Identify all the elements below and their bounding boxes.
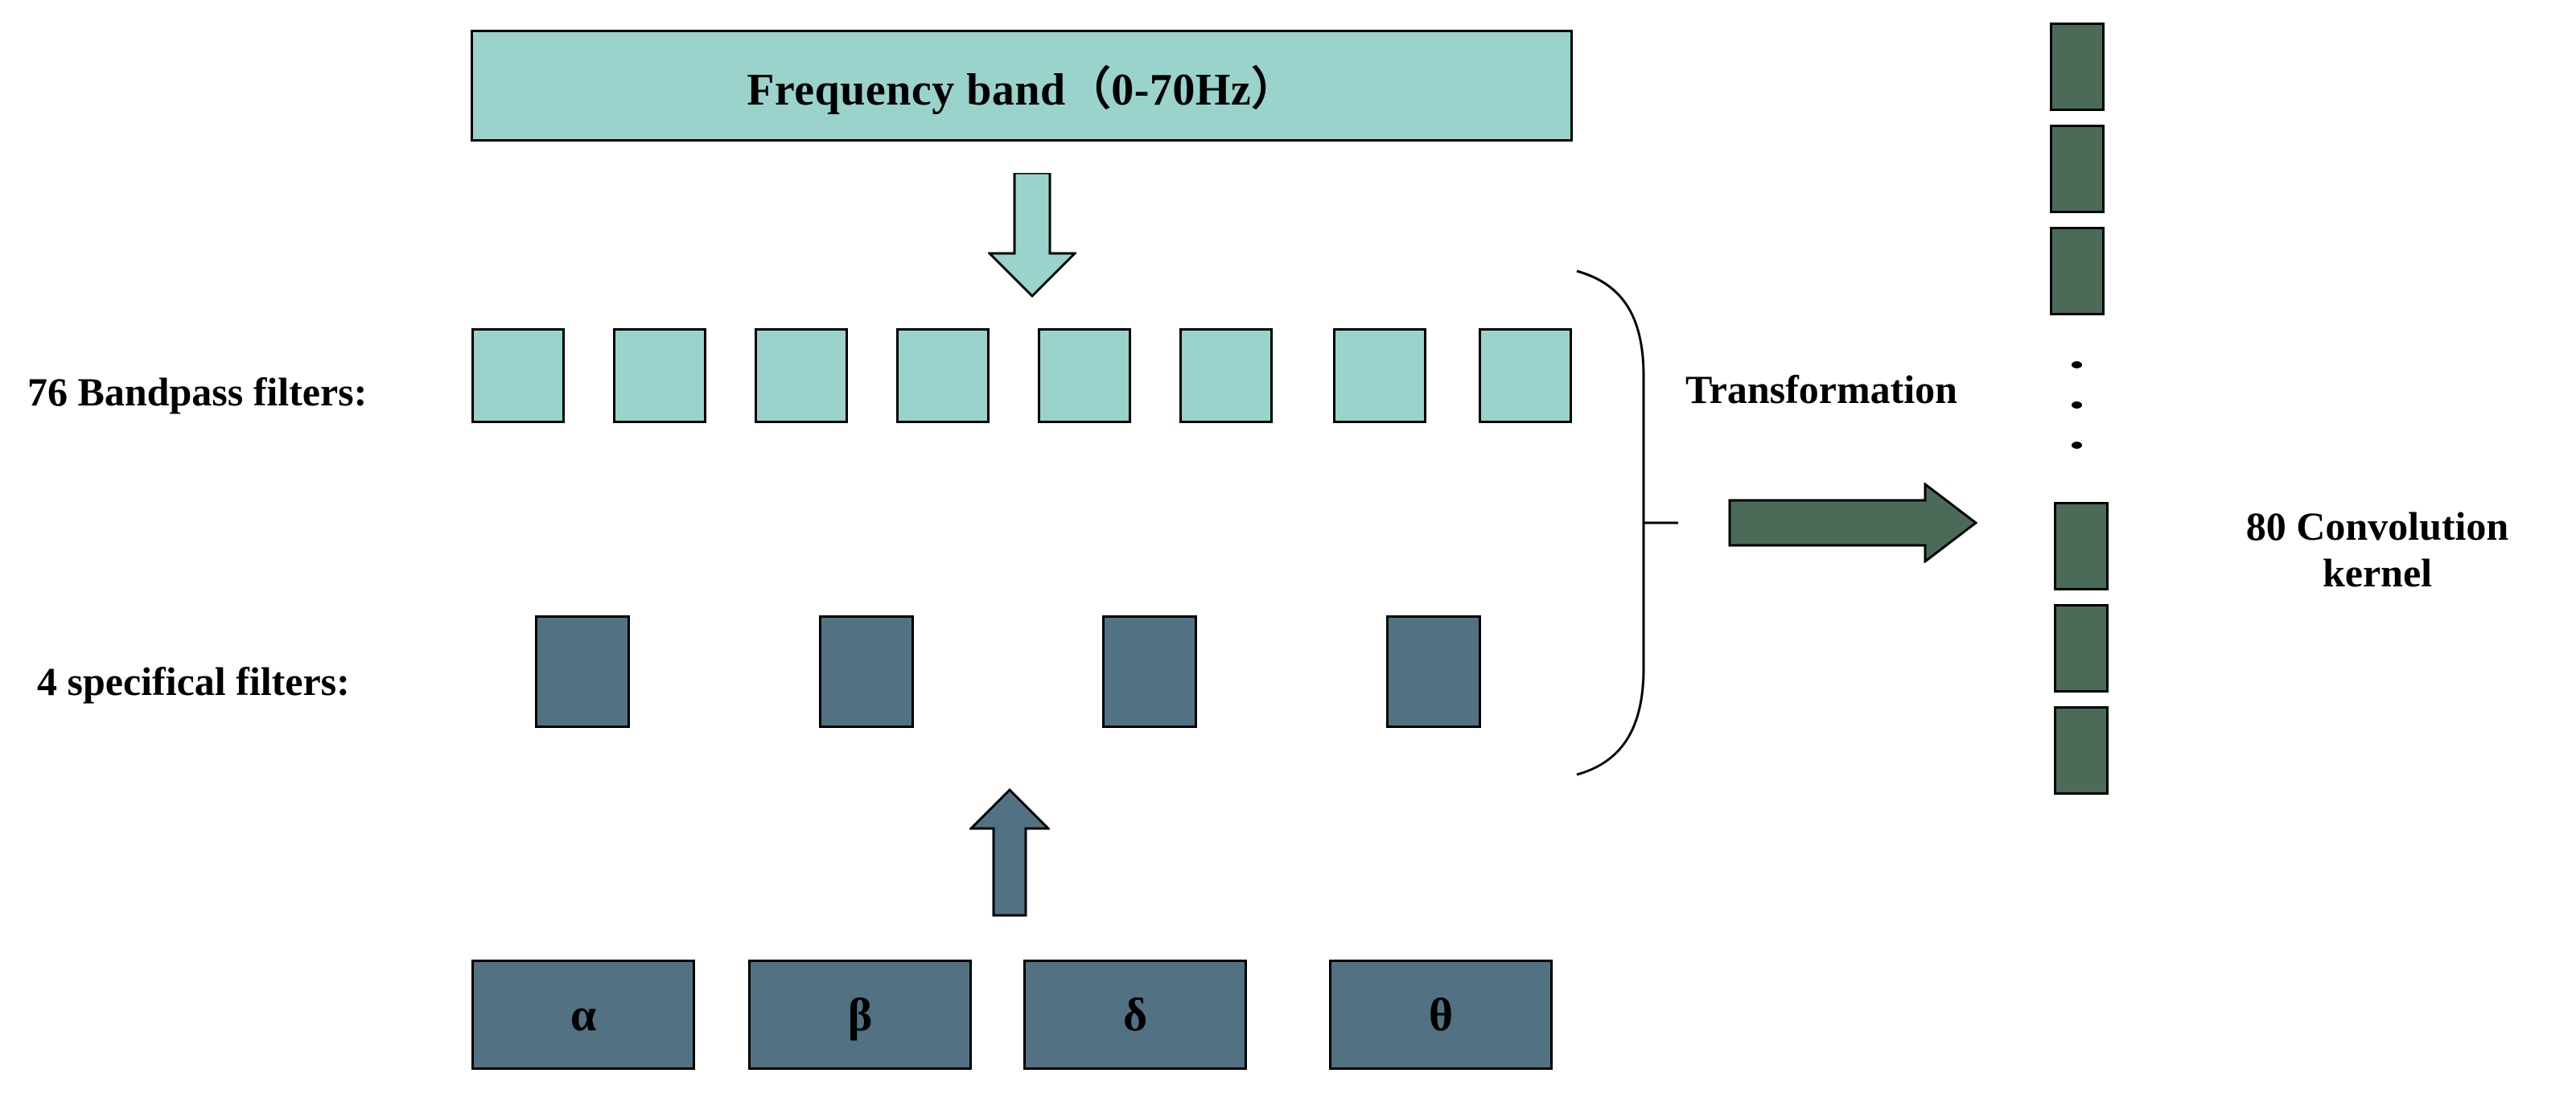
frequency-band-title: Frequency band（0-70Hz） — [747, 65, 1297, 115]
specifical-filters-label: 4 specifical filters: — [37, 659, 350, 704]
kernel-caption-line-1: 80 Convolution — [2245, 504, 2509, 549]
band-glyph-theta: θ — [1428, 988, 1454, 1041]
bandpass-filter-square — [1479, 328, 1572, 423]
arrow-right-icon — [1728, 481, 1978, 565]
ellipsis-dot — [2072, 361, 2082, 368]
convolution-kernel-block — [2054, 604, 2109, 693]
convolution-kernel-caption: 80 Convolution kernel — [2200, 503, 2554, 596]
bandpass-filter-square — [755, 328, 848, 423]
convolution-kernel-block — [2050, 23, 2105, 111]
convolution-kernel-block — [2050, 125, 2105, 213]
bandpass-filters-label: 76 Bandpass filters: — [27, 369, 368, 414]
convolution-kernel-block — [2054, 502, 2109, 590]
transformation-label: Transformation — [1685, 367, 1957, 412]
specifical-filter-square — [819, 615, 914, 728]
bandpass-filter-square — [1333, 328, 1426, 423]
bandpass-filter-square — [613, 328, 706, 423]
ellipsis-dot — [2072, 401, 2082, 409]
bandpass-filter-square — [1038, 328, 1131, 423]
band-glyph-alpha: α — [570, 988, 597, 1041]
band-glyph-beta: β — [847, 988, 873, 1041]
convolution-kernel-block — [2050, 227, 2105, 315]
kernel-caption-line-2: kernel — [2322, 550, 2433, 595]
specifical-filter-square — [535, 615, 630, 728]
band-box-beta: β — [748, 960, 972, 1070]
bandpass-filter-square — [1179, 328, 1273, 423]
specifical-filter-square — [1102, 615, 1197, 728]
bandpass-filter-square — [896, 328, 990, 423]
convolution-kernel-block — [2054, 706, 2109, 795]
specifical-filter-square — [1386, 615, 1481, 728]
arrow-up-icon — [968, 787, 1051, 917]
band-glyph-delta: δ — [1122, 988, 1148, 1041]
arrow-down-icon — [986, 171, 1078, 298]
band-box-delta: δ — [1023, 960, 1247, 1070]
bandpass-filter-square — [471, 328, 565, 423]
frequency-band-banner: Frequency band（0-70Hz） — [471, 30, 1573, 142]
band-box-alpha: α — [471, 960, 695, 1070]
right-brace-icon — [1575, 269, 1680, 776]
ellipsis-dot — [2072, 442, 2082, 449]
band-box-theta: θ — [1329, 960, 1553, 1070]
